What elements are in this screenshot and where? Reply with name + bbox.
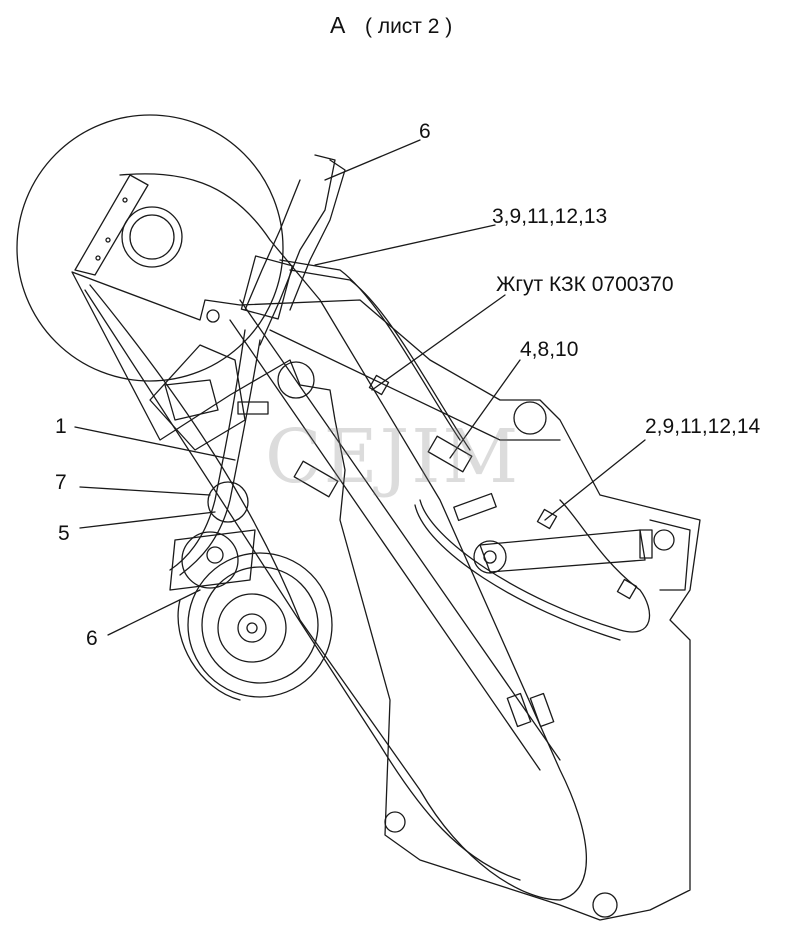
leader-6-top	[324, 139, 421, 181]
harness-upper	[259, 154, 336, 346]
hydraulic-hose	[419, 499, 651, 633]
leader-1	[74, 426, 236, 461]
view-letter: А	[330, 12, 346, 38]
sprocket	[217, 593, 287, 663]
drive-wheel	[187, 552, 333, 698]
watermark: CEJIM	[265, 414, 521, 500]
large-pulley	[16, 114, 284, 382]
leader-3-9	[314, 224, 496, 266]
harness-lower	[179, 339, 261, 576]
callout-6-top: 6	[419, 120, 431, 143]
callout-4-8-10: 4,8,10	[520, 338, 579, 361]
sheet-label: ( лист 2 )	[365, 15, 453, 38]
pulley-hub	[121, 206, 183, 268]
callout-6-bottom: 6	[86, 627, 98, 650]
callout-5: 5	[58, 522, 70, 545]
leader-harness	[371, 294, 506, 391]
drive-belt	[89, 173, 587, 901]
callout-3-9-11-12-13: 3,9,11,12,13	[492, 205, 608, 228]
callout-1: 1	[55, 415, 67, 438]
hydraulic-cylinder	[479, 529, 646, 573]
motor-block	[149, 344, 246, 451]
leader-2-9	[544, 439, 646, 521]
callout-harness: Жгут КЗК 0700370	[496, 273, 674, 296]
leader-5	[79, 511, 216, 529]
leader-6-bottom	[107, 589, 201, 636]
leader-7	[79, 486, 211, 496]
callout-7: 7	[55, 471, 67, 494]
leader-4-8	[449, 359, 521, 459]
pulley-bracket	[74, 174, 149, 276]
callout-2-9-11-12-14: 2,9,11,12,14	[645, 415, 761, 438]
main-frame	[71, 271, 701, 921]
